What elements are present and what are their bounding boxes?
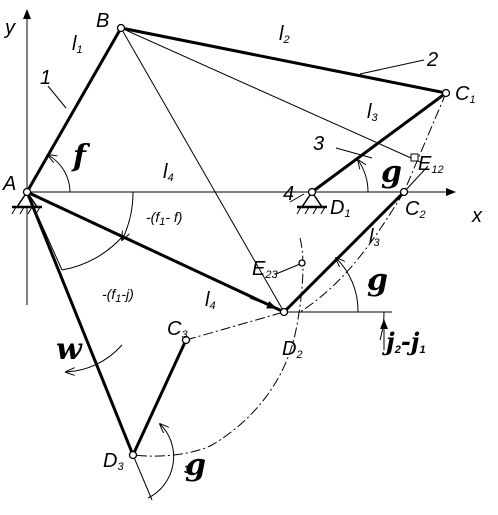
x-axis-label: x: [471, 205, 483, 227]
ground-support-A: [11, 190, 42, 215]
label-num-2: 2: [426, 49, 438, 71]
line-D2-C2-extension: [403, 165, 429, 193]
arc-omega: [66, 344, 123, 372]
joint-C3: [181, 335, 191, 345]
dashdot-D2-C3: [185, 311, 285, 341]
label-D1: D1: [330, 197, 351, 220]
arc-phi: [48, 155, 71, 193]
label-gamma3: g3: [184, 448, 206, 483]
link-3-D2-C2: [282, 190, 406, 314]
joint-B: [116, 23, 126, 33]
label-E12: E12: [418, 153, 444, 176]
label-neg-phi-diff: -(f1- f): [146, 209, 182, 228]
leader-2: [359, 59, 425, 75]
label-neg-phi-psi: -(f1-j): [102, 286, 134, 305]
arc-gamma3: [147, 424, 175, 499]
leader-3: [335, 147, 373, 159]
arc-psi-diff: [379, 311, 385, 341]
label-l2: l2: [279, 23, 290, 46]
link-1-A-B: [25, 26, 123, 194]
joint-C1: [441, 88, 451, 98]
y-axis-label: y: [3, 17, 16, 39]
link-3-D1-C1: [310, 91, 448, 194]
line-B-E12: [120, 27, 421, 163]
label-C3: C3: [167, 318, 188, 341]
joint-E23: [298, 259, 306, 267]
label-num-4: 4: [283, 183, 294, 205]
arrow-link4: [249, 297, 277, 309]
arc-gamma1: [358, 160, 369, 193]
label-psi-diff: j2-j1: [382, 327, 426, 356]
label-gamma1: g1: [381, 155, 402, 190]
leader-1: [47, 85, 67, 109]
leader-4: [289, 193, 305, 203]
label-omega: w: [56, 332, 83, 367]
arc-neg-phi-psi: [61, 235, 124, 271]
arc-gamma2: [336, 258, 359, 313]
joint-D3: [128, 450, 138, 460]
label-D2: D2: [282, 338, 303, 361]
ground-support-D1: [296, 190, 327, 215]
label-l3: l3: [367, 101, 378, 124]
joint-A: [22, 187, 32, 197]
label-phi: f: [71, 139, 91, 174]
arc-C-trajectory: [299, 191, 405, 313]
label-C2: C2: [405, 198, 426, 221]
label-l4b: l4: [205, 289, 216, 312]
leader-E23: [275, 263, 301, 275]
label-A: A: [2, 173, 16, 195]
link-A-D3: [25, 190, 135, 457]
label-l1: l1: [72, 33, 83, 56]
joint-D2: [279, 307, 289, 317]
arc-neg-phi-diff: [122, 191, 134, 240]
label-E23: E23: [252, 258, 278, 281]
line-D3-extension: [132, 454, 153, 501]
label-B: B: [96, 10, 109, 32]
joint-D1: [307, 187, 317, 197]
right-angle-E12: [410, 153, 419, 162]
label-C1: C1: [455, 83, 476, 106]
label-num-3: 3: [313, 133, 324, 155]
label-l3b: l3: [369, 226, 380, 249]
link-D3-C3: [131, 338, 188, 457]
label-num-1: 1: [40, 67, 51, 89]
label-D3: D3: [103, 450, 124, 473]
link-4-A-D2: [25, 190, 286, 314]
label-gamma2: g2: [367, 263, 388, 298]
label-l4: l4: [163, 161, 174, 184]
line-B-D2: [120, 27, 285, 313]
arc-D1-radius: [132, 237, 304, 457]
link-2-B-C1: [119, 26, 448, 95]
joint-C2: [399, 187, 409, 197]
